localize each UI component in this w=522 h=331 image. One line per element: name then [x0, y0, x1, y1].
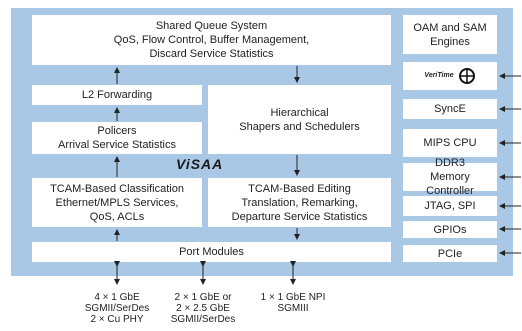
- mips-cpu-block: MIPS CPU: [403, 129, 497, 157]
- interface-2-line2: 2 × 2.5 GbE: [176, 303, 230, 314]
- editing-title: TCAM-Based Editing: [248, 182, 351, 195]
- ddr3-line2: Memory Controller: [426, 171, 474, 197]
- interface-label-1: 4 × 1 GbE SGMII/SerDes 2 × Cu PHY: [77, 292, 157, 325]
- oam-sam-line2: Engines: [430, 35, 470, 48]
- veritime-clock-icon: [458, 68, 475, 84]
- oam-sam-title: OAM and SAM: [413, 21, 487, 34]
- interface-2-line1: 2 × 1 GbE or: [174, 292, 232, 303]
- l2-forwarding-block: L2 Forwarding: [32, 85, 202, 105]
- synce-label: SyncE: [434, 103, 466, 115]
- veritime-label: VeriTime: [424, 72, 454, 79]
- interface-label-2: 2 × 1 GbE or 2 × 2.5 GbE SGMII/SerDes: [163, 292, 243, 325]
- shared-queue-line3: Discard Service Statistics: [149, 48, 274, 60]
- shapers-title: Hierarchical: [270, 106, 329, 119]
- visaa-logo: ViSAA: [176, 156, 224, 172]
- gpios-label: GPIOs: [433, 223, 467, 236]
- jtag-spi-label: JTAG, SPI: [424, 200, 476, 212]
- interface-1-line1: 4 × 1 GbE: [94, 292, 140, 303]
- interface-3-line1: 1 × 1 GbE NPI: [260, 292, 326, 303]
- oam-sam-block: OAM and SAM Engines: [403, 15, 497, 54]
- gpios-block: GPIOs: [403, 221, 497, 238]
- editing-line3: Departure Service Statistics: [231, 210, 368, 223]
- veritime-block: VeriTime: [403, 62, 497, 90]
- interface-3-line2: SGMIII: [277, 303, 309, 314]
- shapers-line2: Shapers and Schedulers: [239, 120, 360, 133]
- classification-title: TCAM-Based Classification: [50, 182, 184, 195]
- interface-2-line3: SGMII/SerDes: [170, 314, 236, 325]
- ddr3-title: DDR3: [435, 157, 465, 169]
- editing-line2: Translation, Remarking,: [241, 196, 358, 209]
- interface-1-line2: SGMII/SerDes: [84, 303, 150, 314]
- shared-queue-title: Shared Queue System: [155, 20, 268, 32]
- classification-line2: Ethernet/MPLS Services,: [55, 196, 179, 209]
- policers-title: Policers: [97, 125, 137, 137]
- ddr3-block: DDR3 Memory Controller: [403, 157, 497, 197]
- synce-block: SyncE: [403, 99, 497, 119]
- jtag-spi-block: JTAG, SPI: [403, 196, 497, 216]
- pcie-label: PCIe: [437, 247, 463, 260]
- port-modules-label: Port Modules: [179, 246, 244, 258]
- shapers-block: Hierarchical Shapers and Schedulers: [208, 85, 391, 154]
- port-modules-block: Port Modules: [32, 242, 391, 262]
- pcie-block: PCIe: [403, 245, 497, 262]
- classification-block: TCAM-Based Classification Ethernet/MPLS …: [32, 178, 202, 227]
- interface-1-line3: 2 × Cu PHY: [90, 314, 144, 325]
- editing-block: TCAM-Based Editing Translation, Remarkin…: [208, 178, 391, 227]
- mips-cpu-label: MIPS CPU: [423, 137, 477, 149]
- interface-label-3: 1 × 1 GbE NPI SGMIII: [253, 292, 333, 314]
- shared-queue-line2: QoS, Flow Control, Buffer Management,: [113, 34, 310, 46]
- shared-queue-block: Shared Queue System QoS, Flow Control, B…: [32, 15, 391, 65]
- l2-forwarding-label: L2 Forwarding: [81, 89, 153, 101]
- classification-line3: QoS, ACLs: [89, 210, 145, 223]
- policers-block: Policers Arrival Service Statistics: [32, 122, 202, 154]
- policers-line2: Arrival Service Statistics: [58, 139, 176, 151]
